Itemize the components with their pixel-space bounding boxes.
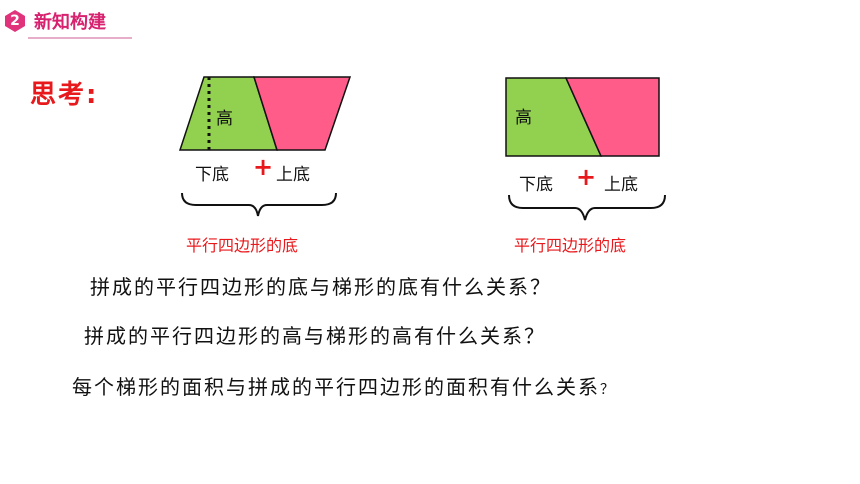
right-top-base-label: 上底 <box>604 175 638 195</box>
left-top-base-label: 上底 <box>276 165 310 185</box>
think-label: 思考: <box>30 80 99 110</box>
left-height-label: 高 <box>216 109 233 129</box>
left-caption: 平行四边形的底 <box>186 236 299 255</box>
question-area-relation: 每个梯形的面积与拼成的平行四边形的面积有什么关系？ <box>72 371 616 400</box>
right-bottom-base-label: 下底 <box>519 175 553 195</box>
header-underline <box>28 37 132 39</box>
section-title: 新知构建 <box>34 12 106 33</box>
left-bottom-base-label: 下底 <box>195 165 229 185</box>
section-number: 2 <box>10 13 20 29</box>
question-height-relation: 拼成的平行四边形的高与梯形的高有什么关系？ <box>84 324 546 348</box>
section-number-badge <box>5 10 25 32</box>
right-plus-sign: + <box>576 163 597 191</box>
right-pink-trapezoid <box>564 77 660 157</box>
left-pink-trapezoid <box>252 76 352 151</box>
question-base-relation: 拼成的平行四边形的底与梯形的底有什么关系？ <box>90 275 552 299</box>
left-plus-sign: + <box>253 153 274 181</box>
question-area-text: 每个梯形的面积与拼成的平行四边形的面积有什么关系 <box>72 375 600 399</box>
question-area-mark: ？ <box>600 382 616 398</box>
right-brace <box>508 194 666 221</box>
left-brace <box>181 192 337 217</box>
right-caption: 平行四边形的底 <box>514 236 627 255</box>
right-height-label: 高 <box>515 108 532 128</box>
